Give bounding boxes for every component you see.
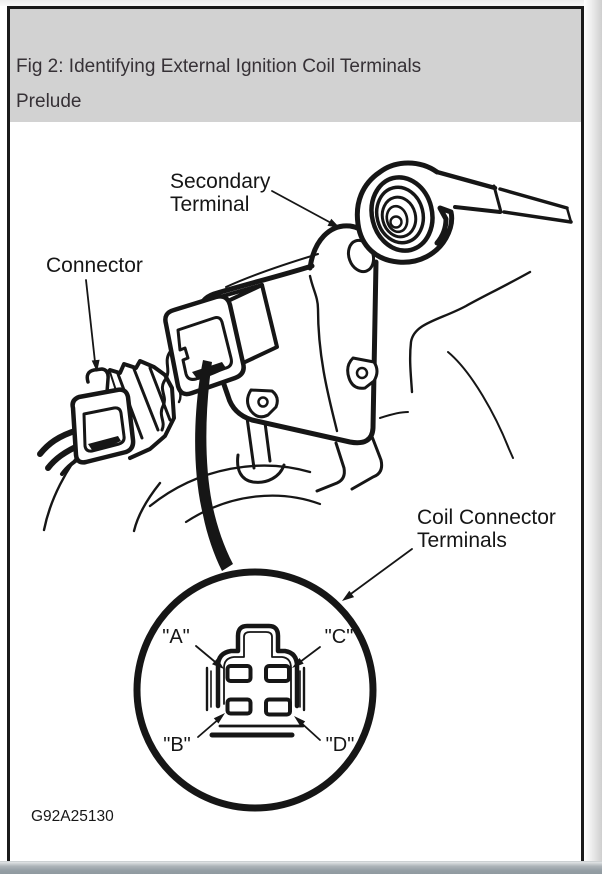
ignition-coil-drawing bbox=[163, 223, 384, 493]
figure-subtitle: Prelude bbox=[16, 91, 82, 112]
figure-caption: Fig 2: Identifying External Ignition Coi… bbox=[10, 9, 581, 122]
label-terminal-d: "D" bbox=[326, 734, 355, 756]
label-secondary-terminal-line1: Secondary bbox=[170, 170, 271, 193]
label-connector: Connector bbox=[46, 254, 143, 277]
engine-background-lines bbox=[42, 270, 532, 533]
figure-title: Fig 2: Identifying External Ignition Coi… bbox=[16, 56, 422, 77]
terminal-slot-a bbox=[225, 664, 253, 683]
leader-arrows bbox=[85, 190, 413, 741]
label-terminal-a: "A" bbox=[162, 626, 190, 648]
horizontal-scrollbar[interactable] bbox=[0, 861, 602, 874]
figure-code: G92A25130 bbox=[31, 808, 114, 825]
terminal-slot-c bbox=[264, 664, 291, 683]
coil-connector-terminal-detail bbox=[133, 568, 377, 812]
label-terminal-c: "C" bbox=[325, 626, 354, 648]
magnifier-leader-swoosh bbox=[195, 360, 233, 571]
label-coil-terminals-line1: Coil Connector bbox=[417, 506, 556, 529]
label-terminal-b: "B" bbox=[163, 734, 191, 756]
harness-connector-drawing bbox=[37, 359, 176, 476]
page-right-shadow bbox=[584, 0, 602, 862]
page-top-shadow bbox=[0, 0, 602, 6]
spark-plug-boot-drawing bbox=[354, 160, 573, 265]
terminal-slot-d bbox=[264, 697, 292, 717]
terminal-slot-b bbox=[225, 697, 253, 716]
label-secondary-terminal-line2: Terminal bbox=[170, 193, 249, 216]
label-coil-terminals-line2: Terminals bbox=[417, 529, 507, 552]
